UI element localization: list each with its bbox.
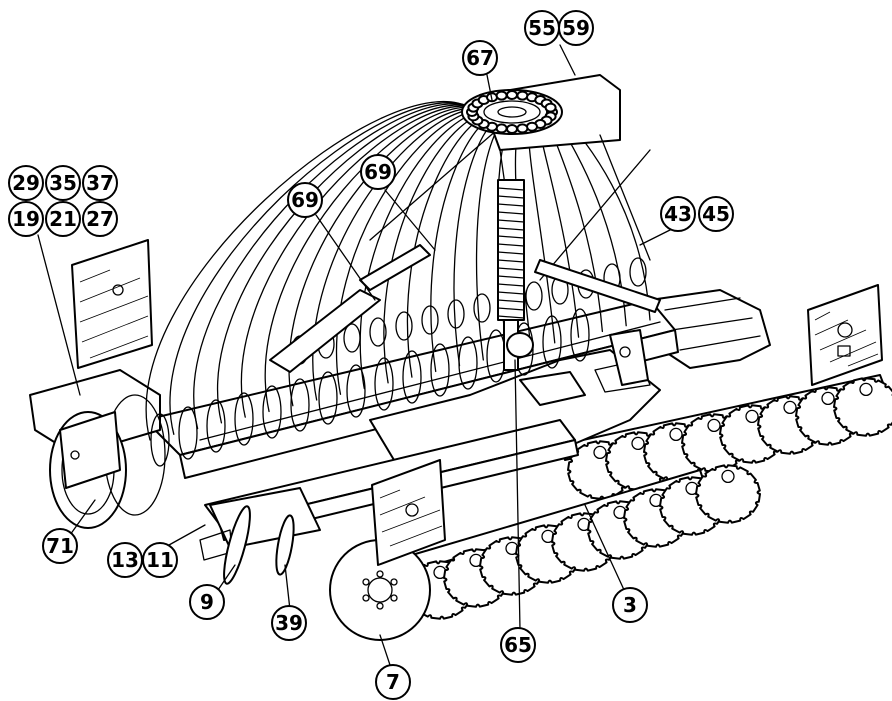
svg-text:7: 7 [386, 670, 400, 694]
callout-29: 29 [8, 165, 44, 201]
rear-disc-gang [559, 374, 892, 500]
svg-text:39: 39 [275, 611, 303, 635]
svg-text:59: 59 [562, 16, 590, 40]
svg-text:29: 29 [12, 171, 40, 195]
callout-55: 55 [524, 10, 560, 46]
callout-69-left: 69 [287, 182, 323, 218]
leader-lines [37, 44, 681, 666]
callout-3: 3 [612, 587, 648, 623]
svg-text:69: 69 [364, 160, 392, 184]
front-side-plate [371, 459, 446, 566]
svg-text:45: 45 [702, 202, 730, 226]
callout-19: 19 [8, 201, 44, 237]
distributor-knob [506, 332, 534, 358]
callout-27: 27 [82, 201, 118, 237]
svg-text:13: 13 [111, 548, 139, 572]
svg-text:43: 43 [664, 202, 692, 226]
callout-43: 43 [660, 196, 696, 232]
callout-37: 37 [82, 165, 118, 201]
svg-text:9: 9 [200, 590, 214, 614]
callout-13: 13 [107, 542, 143, 578]
callout-59: 59 [558, 10, 594, 46]
callout-11: 11 [142, 542, 178, 578]
right-side-plate [807, 284, 883, 386]
callout-65: 65 [500, 627, 536, 663]
callout-69-right: 69 [360, 154, 396, 190]
callout-21: 21 [45, 201, 81, 237]
distributor-tower [497, 179, 534, 371]
machine-drawing [29, 44, 892, 666]
svg-text:67: 67 [466, 46, 494, 70]
svg-text:3: 3 [623, 593, 637, 617]
svg-text:19: 19 [12, 207, 40, 231]
front-disc-gang [329, 464, 761, 641]
distributor-head [461, 89, 563, 135]
svg-text:21: 21 [49, 207, 77, 231]
callout-39: 39 [271, 605, 307, 641]
svg-text:71: 71 [46, 534, 74, 558]
left-side-plate [71, 239, 153, 369]
svg-text:37: 37 [86, 171, 114, 195]
svg-text:55: 55 [528, 16, 556, 40]
svg-text:69: 69 [291, 188, 319, 212]
callout-9: 9 [189, 584, 225, 620]
svg-text:11: 11 [146, 548, 174, 572]
callout-67: 67 [462, 40, 498, 76]
callout-7: 7 [375, 664, 411, 700]
svg-text:27: 27 [86, 207, 114, 231]
callout-35: 35 [45, 165, 81, 201]
svg-text:35: 35 [49, 171, 77, 195]
callout-45: 45 [698, 196, 734, 232]
callout-71: 71 [42, 528, 78, 564]
svg-text:65: 65 [504, 633, 532, 657]
